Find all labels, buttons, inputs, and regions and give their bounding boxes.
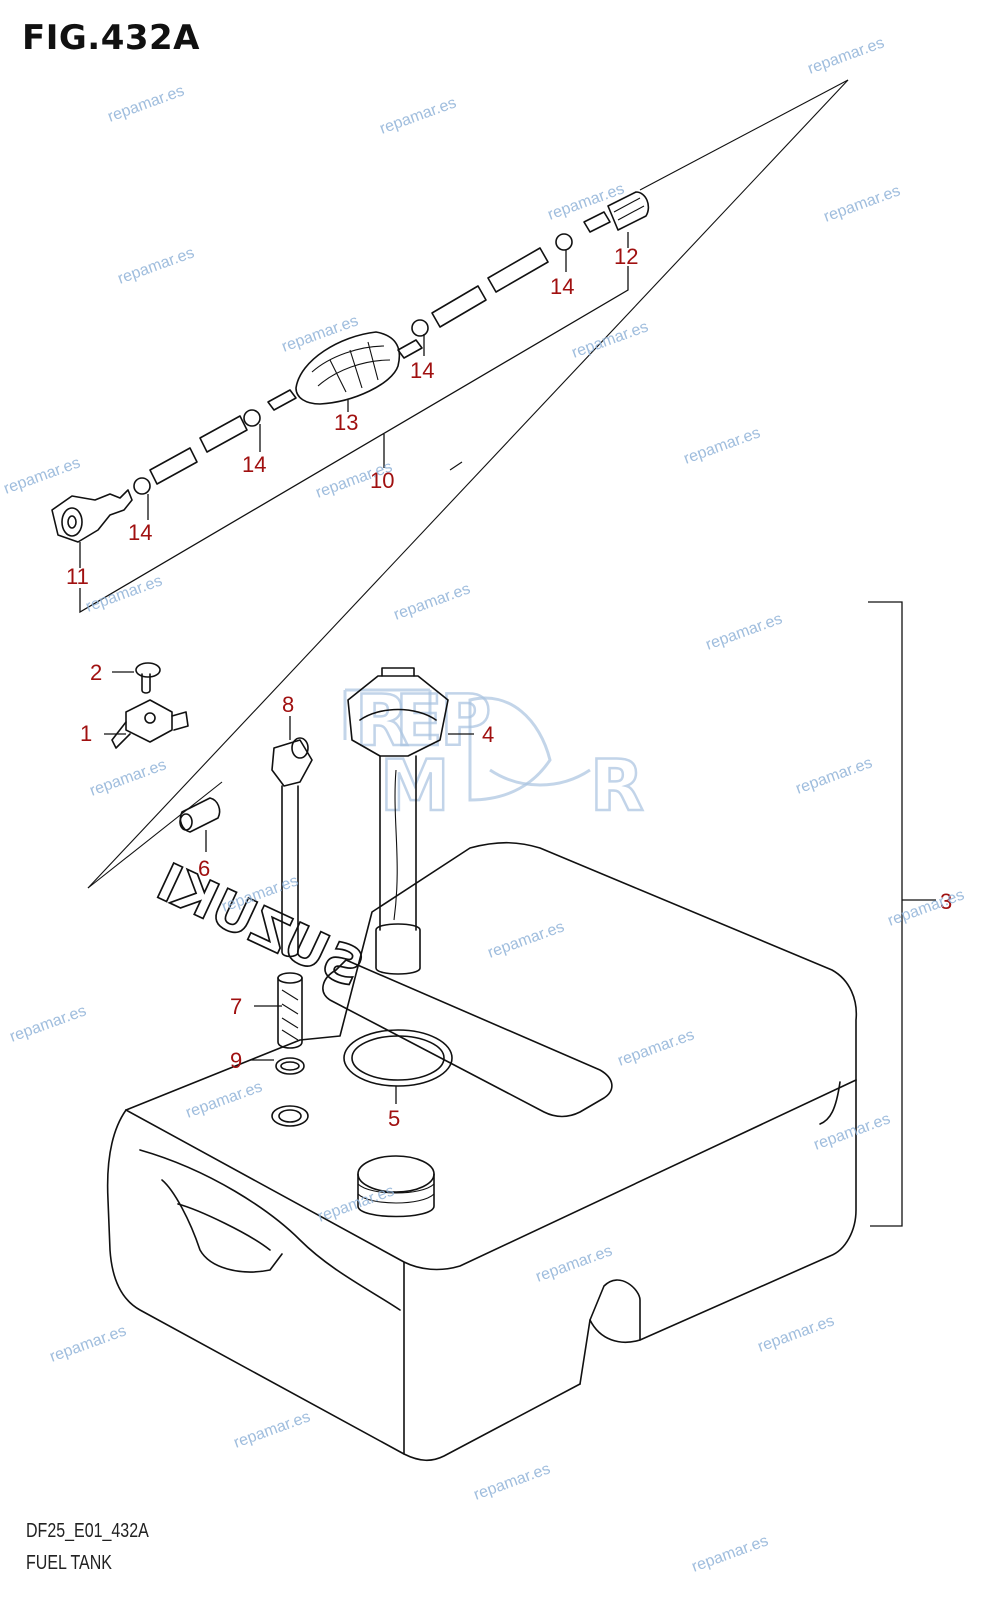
callout-14d: 14 bbox=[550, 274, 574, 299]
watermark-logo: R E P M R bbox=[343, 679, 645, 828]
watermark-text: repamar.es bbox=[822, 182, 903, 225]
figure-title: FIG.432A bbox=[22, 18, 200, 58]
watermark-text: repamar.es bbox=[472, 1460, 553, 1503]
watermarks: repamar.es repamar.es repamar.es repamar… bbox=[2, 34, 967, 1575]
tank-brand-plate bbox=[322, 959, 613, 1118]
watermark-text: repamar.es bbox=[2, 454, 83, 497]
part-9-o-ring-inner bbox=[280, 1061, 300, 1071]
callout-13: 13 bbox=[334, 410, 358, 435]
callout-7: 7 bbox=[230, 994, 242, 1019]
tank-brand-text: SUZUKI bbox=[148, 853, 372, 1000]
part-8-vent-tube bbox=[271, 737, 313, 958]
callout-4: 4 bbox=[482, 722, 494, 747]
callout-6: 6 bbox=[198, 856, 210, 881]
watermark-text: repamar.es bbox=[280, 312, 361, 355]
callout-3: 3 bbox=[940, 889, 952, 914]
logo-letter-m: M bbox=[380, 745, 450, 827]
callout-2: 2 bbox=[90, 660, 102, 685]
part-7-filter bbox=[277, 972, 303, 1049]
watermark-text: repamar.es bbox=[690, 1532, 771, 1575]
callout-14a: 14 bbox=[128, 520, 152, 545]
callout-12: 12 bbox=[614, 244, 638, 269]
watermark-text: repamar.es bbox=[486, 918, 567, 961]
part-13-primer-bulb bbox=[267, 331, 423, 411]
watermark-text: repamar.es bbox=[316, 1182, 397, 1225]
hose-clips bbox=[133, 233, 573, 495]
watermark-text: repamar.es bbox=[88, 756, 169, 799]
callout-1: 1 bbox=[80, 721, 92, 746]
watermark-text: repamar.es bbox=[116, 244, 197, 287]
watermark-text: repamar.es bbox=[806, 34, 887, 77]
watermark-text: repamar.es bbox=[48, 1322, 129, 1365]
watermark-text: repamar.es bbox=[886, 886, 967, 929]
part-9-o-ring bbox=[275, 1057, 305, 1075]
callout-11: 11 bbox=[66, 564, 89, 589]
logo-letter-r2: R bbox=[590, 745, 644, 827]
watermark-text: repamar.es bbox=[392, 580, 473, 623]
part-6-fitting bbox=[179, 797, 221, 833]
part-2-bolt bbox=[135, 662, 161, 694]
watermark-text: repamar.es bbox=[378, 94, 459, 137]
callout-14c: 14 bbox=[410, 358, 434, 383]
watermark-text: repamar.es bbox=[812, 1110, 893, 1153]
part-1-fitting bbox=[111, 699, 189, 749]
part-3-fuel-tank: SUZUKI bbox=[106, 841, 858, 1462]
part-5-seal-ring bbox=[343, 1029, 453, 1087]
logo-letter-p: P bbox=[440, 680, 491, 762]
part-12-end-connector bbox=[583, 191, 650, 233]
logo-letter-e: E bbox=[395, 680, 443, 762]
callout-10: 10 bbox=[370, 468, 394, 493]
fuel-line-bracket bbox=[79, 266, 629, 614]
diagram-code: DF25_E01_432A bbox=[26, 1520, 149, 1542]
watermark-text: repamar.es bbox=[8, 1002, 89, 1045]
watermark-text: repamar.es bbox=[232, 1408, 313, 1451]
watermark-text: repamar.es bbox=[616, 1026, 697, 1069]
fuel-line-frame bbox=[87, 79, 849, 889]
part-11-connector bbox=[51, 489, 133, 543]
callout-8: 8 bbox=[282, 692, 294, 717]
callout-9: 9 bbox=[230, 1048, 242, 1073]
callout-5: 5 bbox=[388, 1106, 400, 1131]
watermark-text: repamar.es bbox=[106, 82, 187, 125]
diagram-caption: FUEL TANK bbox=[26, 1552, 112, 1574]
watermark-text: repamar.es bbox=[184, 1078, 265, 1121]
part-4-fuel-gauge bbox=[347, 667, 449, 975]
watermark-text: repamar.es bbox=[534, 1242, 615, 1285]
hose-segments bbox=[149, 247, 549, 485]
watermark-text: repamar.es bbox=[756, 1312, 837, 1355]
callout-labels: 1 2 3 4 5 6 7 8 9 10 11 12 13 14 14 14 1… bbox=[66, 244, 952, 1131]
watermark-text: repamar.es bbox=[704, 610, 785, 653]
watermark-text: repamar.es bbox=[794, 754, 875, 797]
logo-letter-r1: R bbox=[355, 680, 409, 762]
watermark-text: repamar.es bbox=[84, 572, 165, 615]
watermark-text: repamar.es bbox=[570, 318, 651, 361]
callout-14b: 14 bbox=[242, 452, 266, 477]
watermark-text: repamar.es bbox=[682, 424, 763, 467]
part-3-bracket bbox=[868, 601, 936, 1227]
callout-leaders bbox=[79, 232, 629, 1104]
